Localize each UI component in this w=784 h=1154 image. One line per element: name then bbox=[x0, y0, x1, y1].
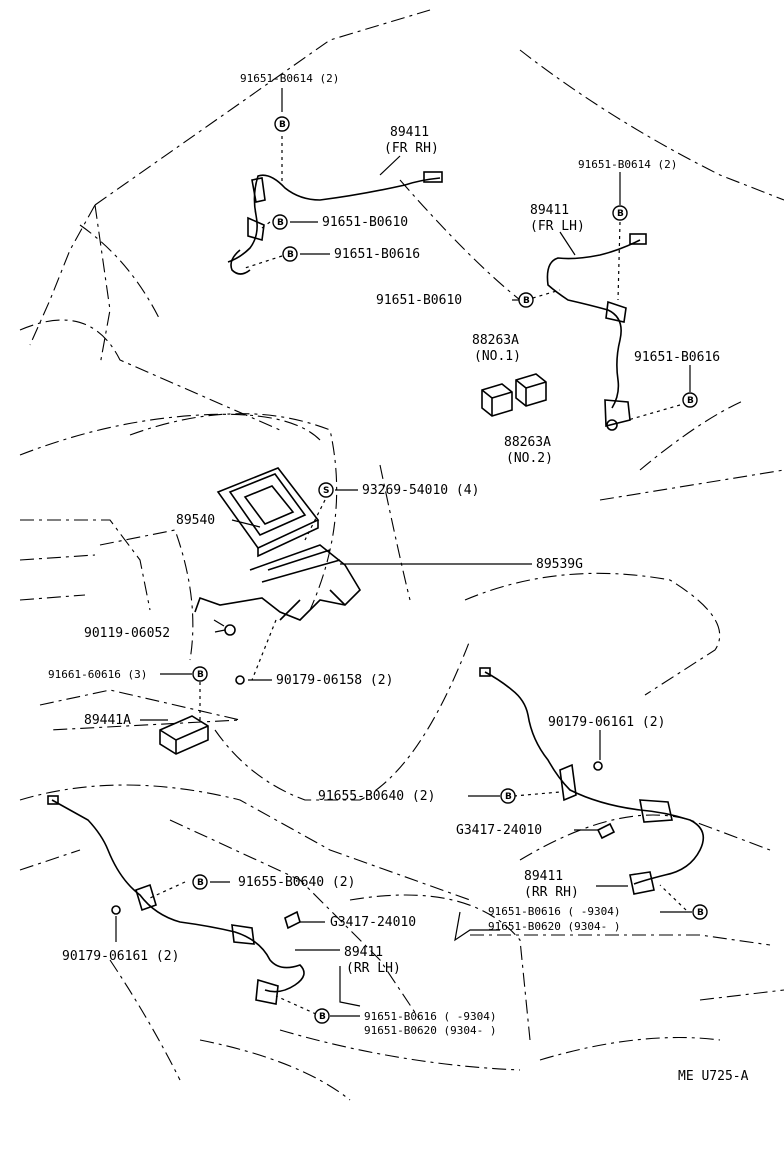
label-bolt: 90119-06052 bbox=[84, 626, 170, 641]
label-rr-lh-number: 89411 bbox=[344, 945, 383, 960]
label-rr-rh-number: 89411 bbox=[524, 869, 563, 884]
bolt-badge: B bbox=[192, 666, 208, 682]
label-b7: 91661-60616 (3) bbox=[48, 668, 147, 681]
label-b1: 91651-B0614 (2) bbox=[240, 72, 339, 85]
label-fr-lh-number: 89411 bbox=[530, 203, 569, 218]
abs-ecu[interactable] bbox=[216, 467, 320, 558]
nut-90179-06161-lh[interactable] bbox=[111, 905, 121, 915]
relay-no1[interactable] bbox=[481, 383, 513, 417]
label-clamp2: G3417-24010 bbox=[330, 915, 416, 930]
label-ecu: 89540 bbox=[176, 513, 215, 528]
label-nut1: 90179-06158 (2) bbox=[276, 673, 393, 688]
bolt-badge: B bbox=[682, 392, 698, 408]
rr-rh-speed-sensor[interactable] bbox=[479, 667, 705, 895]
label-sensor: 89441A bbox=[84, 713, 131, 728]
fr-rh-speed-sensor[interactable] bbox=[227, 171, 443, 275]
bolt-badge: B bbox=[692, 904, 708, 920]
label-fr-rh-side: (FR RH) bbox=[384, 141, 439, 156]
label-rr-rh-side: (RR RH) bbox=[524, 885, 579, 900]
label-nut3: 90179-06161 (2) bbox=[62, 949, 179, 964]
label-rr-rh-b1: 91651-B0616 ( -9304) bbox=[488, 905, 620, 918]
label-nut2: 90179-06161 (2) bbox=[548, 715, 665, 730]
label-rr-lh-b1: 91651-B0616 ( -9304) bbox=[364, 1010, 496, 1023]
label-relay2-sub: (NO.2) bbox=[506, 451, 553, 466]
ecu-bracket[interactable] bbox=[194, 544, 362, 621]
bolt-90119[interactable] bbox=[213, 619, 236, 636]
svg-text:B: B bbox=[523, 296, 530, 306]
leader-lines bbox=[115, 88, 692, 1017]
bolt-badge: B bbox=[192, 874, 208, 890]
label-fr-lh-side: (FR LH) bbox=[530, 219, 585, 234]
svg-text:B: B bbox=[197, 670, 204, 680]
callout-labels: 91651-B0614 (2) 89411 (FR RH) 91651-B061… bbox=[48, 72, 749, 1084]
label-rr-lh-b2: 91651-B0620 (9304- ) bbox=[364, 1024, 496, 1037]
bolt-badge: B bbox=[500, 788, 516, 804]
svg-text:B: B bbox=[319, 1012, 326, 1022]
label-relay1-sub: (NO.1) bbox=[474, 349, 521, 364]
label-b5: 91651-B0610 bbox=[376, 293, 462, 308]
fr-lh-speed-sensor[interactable] bbox=[546, 233, 647, 431]
label-rr-rh-b2: 91651-B0620 (9304- ) bbox=[488, 920, 620, 933]
relay-no2[interactable] bbox=[515, 373, 547, 407]
label-b6: 91651-B0616 bbox=[634, 350, 720, 365]
label-fr-rh-number: 89411 bbox=[390, 125, 429, 140]
svg-text:S: S bbox=[323, 486, 329, 496]
clamp-g3417-2[interactable] bbox=[284, 910, 301, 930]
screw-badge: S bbox=[318, 482, 334, 498]
svg-text:B: B bbox=[279, 120, 286, 130]
label-s1: 93269-54010 (4) bbox=[362, 483, 479, 498]
dotted-guides bbox=[149, 136, 687, 1015]
label-b9: 91655-B0640 (2) bbox=[238, 875, 355, 890]
svg-text:B: B bbox=[277, 218, 284, 228]
clamp-g3417-1[interactable] bbox=[596, 822, 616, 840]
bolt-badge: B bbox=[272, 214, 288, 230]
label-b3: 91651-B0616 bbox=[334, 247, 420, 262]
label-bracket: 89539G bbox=[536, 557, 583, 572]
svg-text:B: B bbox=[197, 878, 204, 888]
bolt-badge: B bbox=[282, 246, 298, 262]
label-rr-lh-side: (RR LH) bbox=[346, 961, 401, 976]
g-sensor-89441a[interactable] bbox=[159, 715, 209, 755]
bolt-badge: B bbox=[518, 292, 534, 308]
label-b8: 91655-B0640 (2) bbox=[318, 789, 435, 804]
vehicle-body-outline bbox=[19, 9, 784, 1101]
svg-text:B: B bbox=[687, 396, 694, 406]
svg-text:B: B bbox=[617, 209, 624, 219]
label-b2: 91651-B0610 bbox=[322, 215, 408, 230]
label-relay1-number: 88263A bbox=[472, 333, 519, 348]
svg-text:B: B bbox=[697, 908, 704, 918]
svg-text:B: B bbox=[505, 792, 512, 802]
label-clamp1: G3417-24010 bbox=[456, 823, 542, 838]
bolt-badge: B bbox=[314, 1008, 330, 1024]
rr-lh-speed-sensor[interactable] bbox=[47, 795, 305, 1005]
bolt-badge: B bbox=[612, 205, 628, 221]
nut-90179-06158[interactable] bbox=[235, 675, 245, 685]
svg-text:B: B bbox=[287, 250, 294, 260]
diagram-code: ME U725-A bbox=[678, 1069, 749, 1084]
bolt-badge: B bbox=[274, 116, 290, 132]
label-relay2-number: 88263A bbox=[504, 435, 551, 450]
nut-90179-06161-rh[interactable] bbox=[593, 761, 603, 771]
label-b4: 91651-B0614 (2) bbox=[578, 158, 677, 171]
